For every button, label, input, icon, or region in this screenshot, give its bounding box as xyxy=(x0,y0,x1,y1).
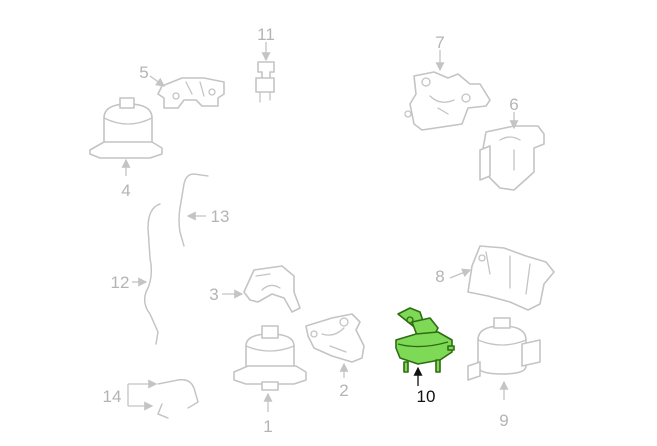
callout-7: 7 xyxy=(435,33,444,52)
callout-3: 3 xyxy=(209,285,218,304)
part-3-bracket xyxy=(222,265,301,313)
part-4-engine-mount xyxy=(89,97,163,176)
part-8-bracket xyxy=(449,245,555,311)
part-1-engine-mount xyxy=(233,325,307,412)
callout-6: 6 xyxy=(509,95,518,114)
part-10-mount-highlighted[interactable] xyxy=(395,307,455,386)
part-12-hose xyxy=(132,203,161,345)
callout-11: 11 xyxy=(257,25,275,44)
callout-13: 13 xyxy=(211,207,230,226)
part-11-sensor xyxy=(255,42,275,103)
callout-9: 9 xyxy=(499,411,508,430)
part-5-bracket xyxy=(149,75,225,109)
callout-8: 8 xyxy=(435,267,444,286)
part-14-hoses xyxy=(127,379,199,419)
part-9-mount xyxy=(467,317,541,400)
part-7-bracket xyxy=(404,50,491,131)
callout-4: 4 xyxy=(121,181,130,200)
part-2-bracket xyxy=(305,313,365,378)
callout-2: 2 xyxy=(339,381,348,400)
callout-14: 14 xyxy=(103,387,122,406)
part-6-mount xyxy=(479,112,545,191)
callout-1: 1 xyxy=(263,417,272,436)
callout-5: 5 xyxy=(139,63,148,82)
callout-12: 12 xyxy=(111,273,130,292)
part-13-hose xyxy=(178,173,209,247)
callout-10-highlighted: 10 xyxy=(417,387,436,406)
